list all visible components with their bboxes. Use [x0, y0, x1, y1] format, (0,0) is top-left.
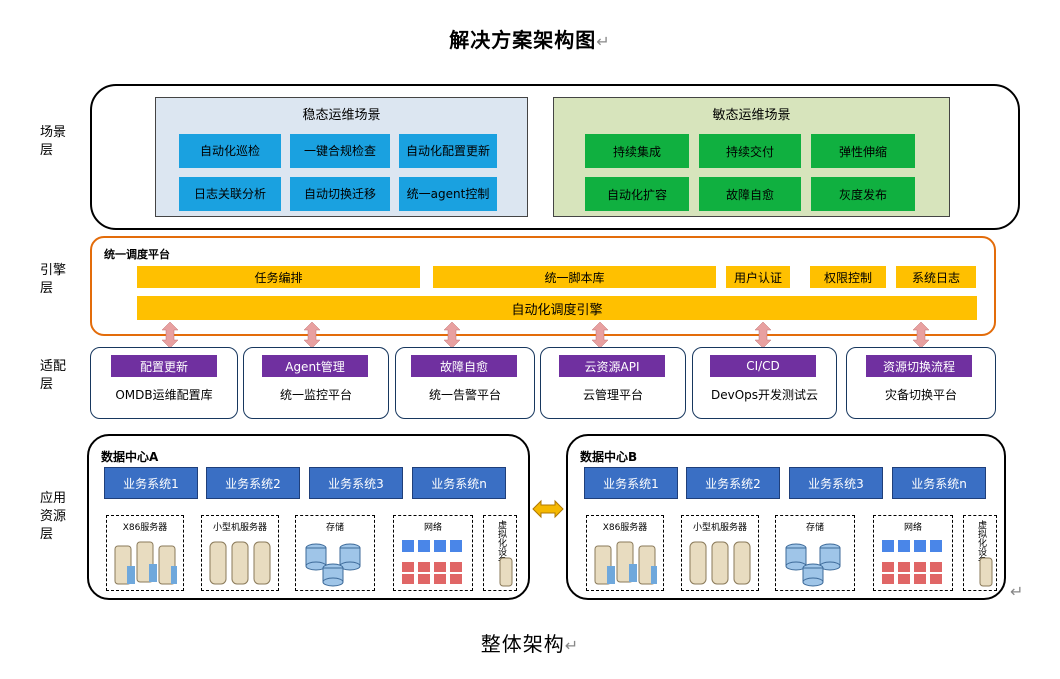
datacenter-a-frame: [87, 434, 530, 600]
adapter-name: OMDB运维配置库: [115, 388, 213, 402]
storage-icon: [305, 543, 361, 587]
resource-label: 网络: [903, 523, 922, 533]
scene-item: 自动化巡检: [179, 134, 281, 168]
resource-group: 存储: [295, 515, 375, 591]
double-arrow-icon: [912, 321, 930, 349]
engine-layer-frame: [90, 236, 996, 336]
network-icon: [882, 540, 942, 584]
biz-system: 业务系统2: [206, 467, 300, 499]
resource-label: 小型机服务器: [212, 523, 267, 533]
adapter-box: [540, 347, 686, 419]
adapter-tag: Agent管理: [262, 355, 368, 377]
scene-item: 统一agent控制: [399, 177, 497, 211]
adapter-tag: 云资源API: [559, 355, 665, 377]
adapter-name: 灾备切换平台: [884, 388, 957, 402]
adapter-name: 统一监控平台: [279, 388, 352, 402]
scene-item: 持续交付: [699, 134, 801, 168]
engine-core-bar: 自动化调度引擎: [137, 296, 977, 320]
resource-label: 虚拟化设备: [976, 520, 986, 565]
biz-system: 业务系统1: [104, 467, 198, 499]
minicomputer-icon: [689, 541, 751, 585]
network-icon: [402, 540, 462, 584]
resource-group: X86服务器: [586, 515, 664, 591]
datacenter-b-frame: [566, 434, 1006, 600]
adapter-tag: 故障自愈: [411, 355, 517, 377]
datacenter-b-title: 数据中心B: [580, 450, 638, 464]
resource-group: 虚拟化设备: [483, 515, 517, 591]
resource-group: 小型机服务器: [681, 515, 759, 591]
adapter-box: [692, 347, 837, 419]
minicomputer-icon: [209, 541, 271, 585]
double-arrow-icon: [443, 321, 461, 349]
engine-bar: 任务编排: [137, 266, 420, 288]
double-arrow-icon: [532, 499, 564, 519]
double-arrow-icon: [591, 321, 609, 349]
adapter-tag: CI/CD: [710, 355, 816, 377]
layer-label-engine: 引擎层: [40, 263, 67, 296]
scene-item: 持续集成: [585, 134, 689, 168]
virtualization-icon: [499, 557, 513, 587]
datacenter-sync-arrow: [532, 499, 564, 519]
scene-layer-frame: [90, 84, 1020, 230]
engine-platform-title: 统一调度平台: [104, 248, 170, 261]
adapter-box: [90, 347, 238, 419]
resource-label: 小型机服务器: [692, 523, 747, 533]
scene-item: 日志关联分析: [179, 177, 281, 211]
resource-group: X86服务器: [106, 515, 184, 591]
agile-scene-title: 敏态运维场景: [712, 108, 791, 123]
adapter-tag: 配置更新: [111, 355, 217, 377]
stable-scene-title: 稳态运维场景: [302, 108, 381, 123]
datacenter-a-title: 数据中心A: [101, 450, 159, 464]
page-title: 解决方案架构图↵: [449, 28, 611, 52]
adapter-box: [846, 347, 996, 419]
scene-item: 自动化扩容: [585, 177, 689, 211]
adapter-tag: 资源切换流程: [866, 355, 972, 377]
scene-item: 故障自愈: [699, 177, 801, 211]
resource-label: 存储: [805, 523, 824, 533]
engine-bar: 权限控制: [810, 266, 886, 288]
resource-label: X86服务器: [122, 523, 168, 533]
virtualization-icon: [979, 557, 993, 587]
resource-group: 小型机服务器: [201, 515, 279, 591]
adapter-box: [395, 347, 535, 419]
scene-item: 灰度发布: [811, 177, 915, 211]
resource-label: X86服务器: [602, 523, 648, 533]
engine-bar: 系统日志: [896, 266, 976, 288]
adapter-name: DevOps开发测试云: [710, 388, 819, 402]
scene-item: 一键合规检查: [290, 134, 390, 168]
engine-bar: 统一脚本库: [433, 266, 716, 288]
x86-server-icon: [114, 541, 177, 585]
figure-caption: 整体架构↵: [480, 632, 580, 656]
x86-server-icon: [594, 541, 657, 585]
resource-group: 网络: [873, 515, 953, 591]
layer-label-app: 应用资源层: [40, 491, 67, 542]
double-arrow-icon: [754, 321, 772, 349]
biz-system: 业务系统n: [412, 467, 506, 499]
biz-system: 业务系统3: [789, 467, 883, 499]
double-arrow-icon: [161, 321, 179, 349]
storage-icon: [785, 543, 841, 587]
adapter-name: 统一告警平台: [428, 388, 501, 402]
biz-system: 业务系统n: [892, 467, 986, 499]
layer-label-scene: 场景层: [40, 125, 67, 158]
layer-label-adapter: 适配层: [40, 359, 67, 392]
paragraph-mark: ↵: [1010, 582, 1024, 601]
biz-system: 业务系统2: [686, 467, 780, 499]
double-arrow-icon: [303, 321, 321, 349]
resource-group: 虚拟化设备: [963, 515, 997, 591]
biz-system: 业务系统1: [584, 467, 678, 499]
biz-system: 业务系统3: [309, 467, 403, 499]
scene-item: 自动化配置更新: [399, 134, 497, 168]
resource-label: 虚拟化设备: [496, 520, 506, 565]
resource-group: 存储: [775, 515, 855, 591]
scene-item: 弹性伸缩: [811, 134, 915, 168]
scene-item: 自动切换迁移: [290, 177, 390, 211]
adapter-box: [243, 347, 389, 419]
engine-bar: 用户认证: [726, 266, 790, 288]
resource-label: 网络: [423, 523, 442, 533]
resource-label: 存储: [325, 523, 344, 533]
resource-group: 网络: [393, 515, 473, 591]
engine-adapter-arrows: [161, 321, 930, 349]
adapter-name: 云管理平台: [582, 388, 643, 402]
